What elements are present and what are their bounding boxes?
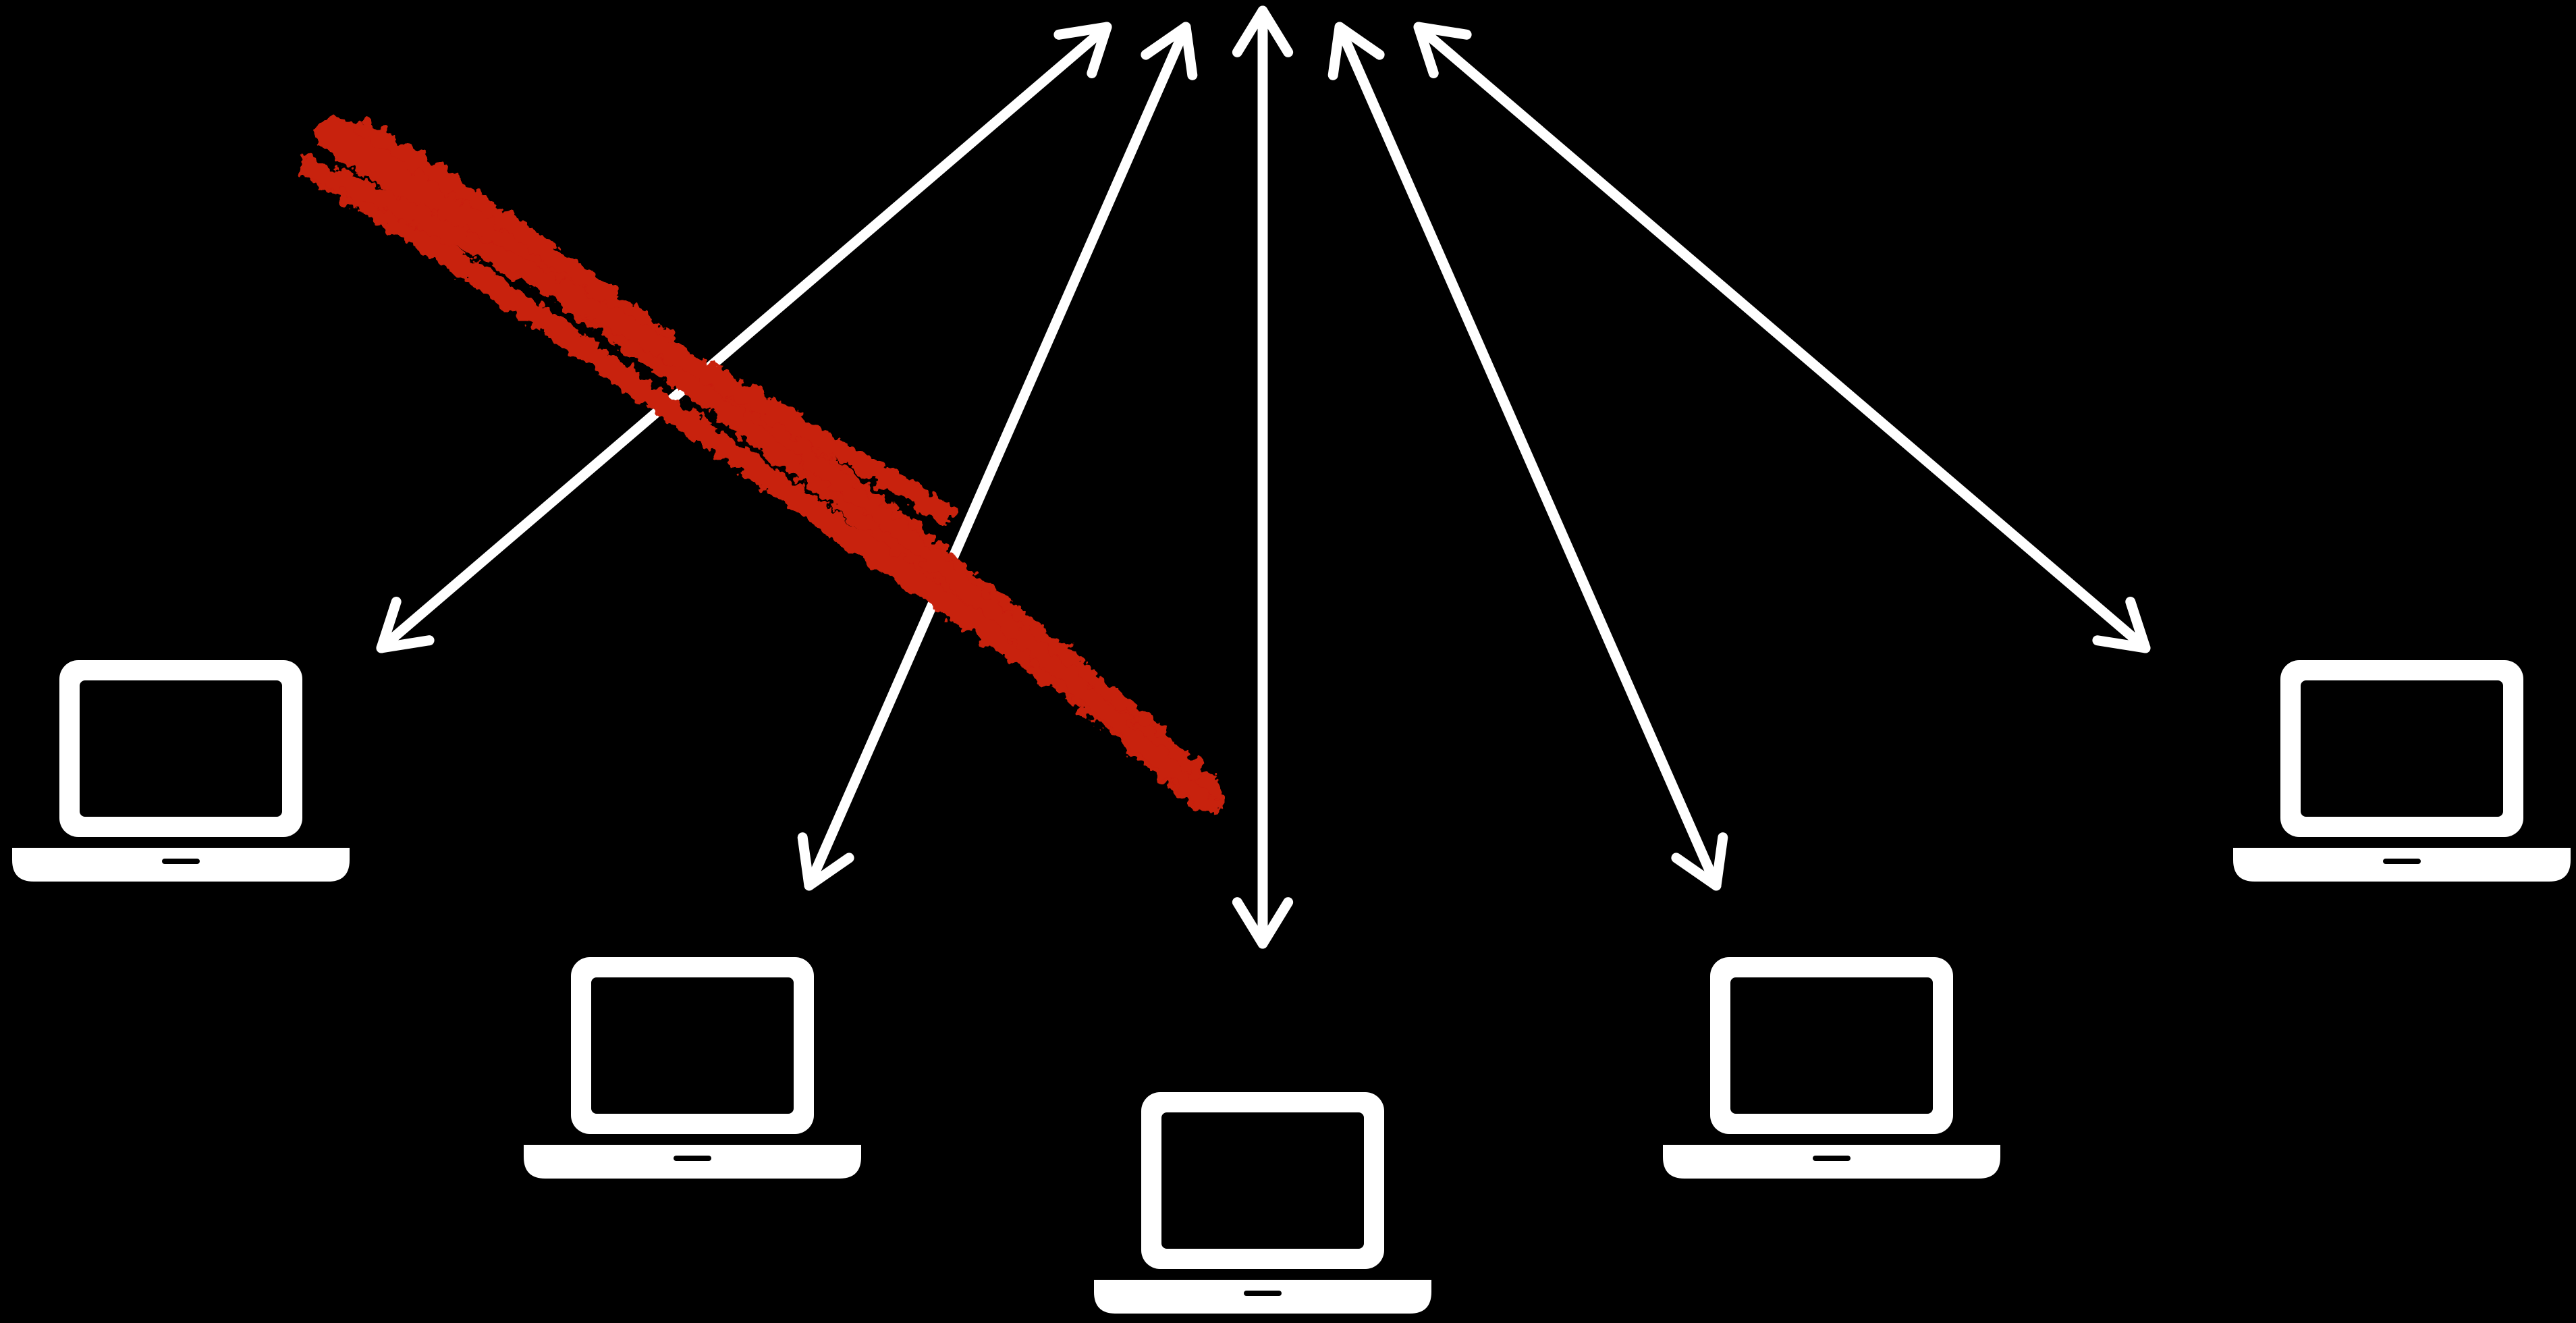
laptop-base: [1663, 1145, 2000, 1179]
laptop-icon-left: [12, 660, 350, 882]
strike-layer: [297, 115, 1224, 815]
laptop-icon-center: [1094, 1092, 1431, 1314]
double-arrow-right: [1413, 22, 2151, 653]
laptop-base: [1094, 1280, 1431, 1314]
arrowhead-top: [1413, 22, 1472, 78]
arrowhead-top: [1141, 22, 1198, 80]
strike-stroke: [297, 155, 955, 523]
strike-stroke: [306, 161, 1203, 781]
double-arrow-right-lower: [1327, 22, 1728, 891]
arrowhead-top: [1053, 22, 1112, 79]
laptop-notch: [162, 859, 200, 864]
laptop-notch: [1244, 1291, 1282, 1296]
double-arrow-left-lower: [797, 22, 1198, 891]
double-arrow-center: [1232, 5, 1294, 949]
laptop-screen: [80, 680, 282, 817]
laptop-notch: [674, 1156, 711, 1161]
arrow-shaft: [376, 22, 1112, 653]
red-strike-mark: [297, 115, 1224, 815]
laptop-base: [12, 848, 350, 882]
strike-stroke: [356, 119, 1220, 815]
laptop-screen: [1730, 977, 1933, 1114]
double-arrow-left: [376, 22, 1112, 653]
laptop-screen: [591, 977, 794, 1114]
arrowhead-bottom: [1232, 897, 1294, 949]
arrowhead-bottom: [797, 832, 854, 891]
arrow-shaft: [804, 22, 1191, 891]
arrow-shaft: [1413, 22, 2151, 653]
arrow-shaft: [1334, 22, 1722, 891]
arrowhead-bottom: [1671, 832, 1728, 891]
laptop-icon-right: [2233, 660, 2571, 882]
laptop-notch: [1813, 1156, 1851, 1161]
arrowhead-top: [1327, 22, 1385, 80]
arrowhead-bottom: [376, 596, 435, 653]
laptop-icon-left-lower: [524, 957, 861, 1179]
laptop-base: [2233, 848, 2571, 882]
laptops: [12, 660, 2571, 1314]
laptop-icon-right-lower: [1663, 957, 2000, 1179]
arrowhead-top: [1232, 5, 1294, 57]
arrowhead-bottom: [2092, 597, 2151, 653]
laptop-base: [524, 1145, 861, 1179]
laptop-screen: [2301, 680, 2503, 817]
laptop-screen: [1161, 1112, 1364, 1249]
laptop-notch: [2383, 859, 2421, 864]
connection-arrows: [376, 5, 2151, 949]
